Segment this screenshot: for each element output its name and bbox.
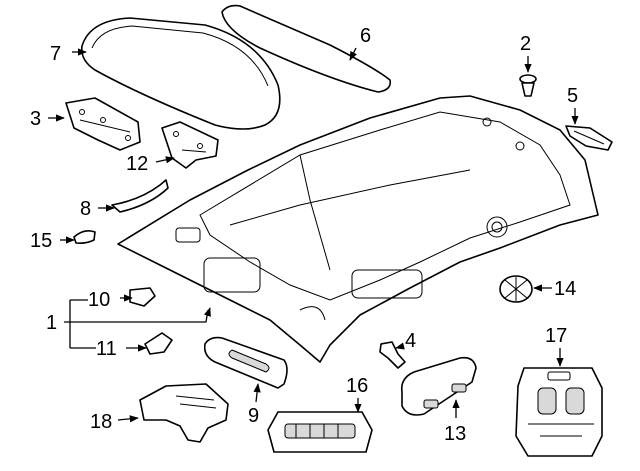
leader-6 — [349, 47, 357, 61]
callout-12: 12 — [126, 153, 148, 175]
callout-6: 6 — [360, 25, 371, 47]
callout-10: 10 — [88, 289, 110, 311]
part-7-insulator-pad — [80, 17, 281, 130]
leader-12 — [155, 156, 175, 164]
part-5-bracket — [565, 125, 613, 151]
leader-1-arrow — [203, 307, 211, 317]
part-4-hook — [379, 341, 406, 369]
callout-15: 15 — [30, 230, 52, 252]
part-14-cover — [499, 275, 533, 303]
callout-13: 13 — [444, 423, 466, 445]
callout-3: 3 — [30, 108, 41, 130]
part-11-clip — [144, 332, 173, 355]
callout-labels: 7 6 2 5 3 12 8 15 14 10 1 11 4 17 16 9 1… — [30, 25, 578, 445]
callout-11: 11 — [96, 338, 117, 360]
part-15-cover — [73, 230, 96, 244]
callout-14: 14 — [554, 278, 576, 300]
part-1-headliner — [117, 95, 599, 363]
leader-1-bracket — [64, 299, 209, 349]
callout-8: 8 — [80, 198, 91, 220]
part-16-dome-lamp — [267, 411, 373, 453]
part-2-clip — [519, 74, 537, 97]
callout-16: 16 — [346, 375, 368, 397]
callout-9: 9 — [248, 405, 259, 427]
callout-5: 5 — [567, 85, 578, 107]
part-18-console-trim — [139, 383, 229, 443]
callout-18: 18 — [90, 411, 112, 433]
leader-9 — [253, 383, 261, 403]
part-6-insulator-pad — [221, 4, 392, 93]
leader-4 — [395, 342, 405, 350]
part-13-sun-visor — [400, 356, 477, 416]
callout-2: 2 — [520, 33, 531, 55]
part-17-map-lamp — [515, 367, 603, 457]
part-12-bracket — [161, 121, 219, 169]
leader-lines — [48, 47, 579, 423]
callout-7: 7 — [50, 43, 61, 65]
callout-1: 1 — [46, 312, 57, 334]
part-3-bracket — [65, 97, 141, 151]
part-10-clip — [129, 287, 156, 307]
leader-18 — [117, 415, 139, 423]
callout-4: 4 — [405, 330, 416, 352]
part-8-grab-handle — [111, 179, 169, 213]
callout-17: 17 — [545, 325, 567, 347]
part-9-sun-visor — [203, 336, 288, 389]
